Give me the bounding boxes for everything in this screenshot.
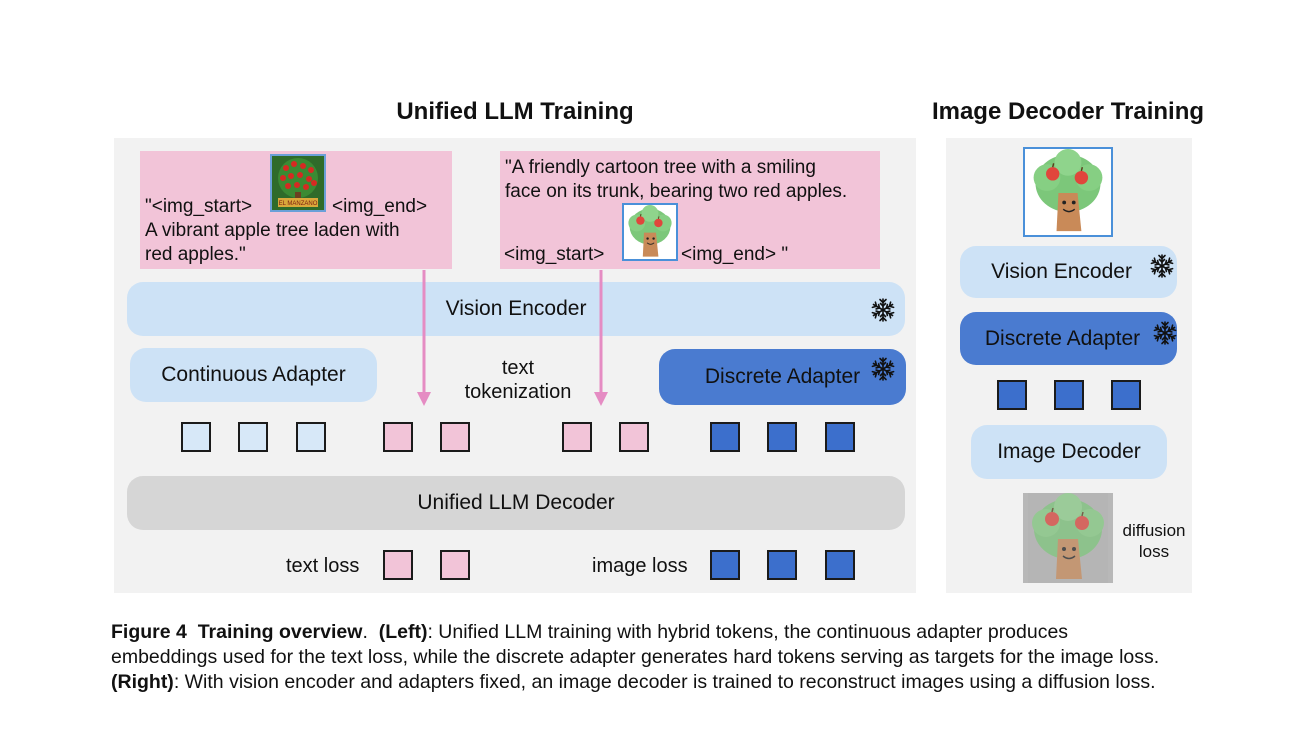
image-loss-token [710, 550, 740, 580]
text-token [440, 422, 470, 452]
figure-label: Figure 4 [111, 621, 187, 643]
img-start-token-2: <img_start> [504, 244, 605, 265]
text-tokenization-label: text tokenization [464, 357, 572, 403]
vision-encoder-bar: Vision Encoder [127, 282, 905, 336]
input-tree-image [1023, 147, 1113, 237]
discrete-adapter: Discrete Adapter [659, 349, 906, 405]
discrete-token [1054, 380, 1084, 410]
image-loss-token [825, 550, 855, 580]
prompt-line-2: face on its trunk, bearing two red apple… [505, 181, 848, 202]
figure-caption: Figure 4 Training overview. (Left): Unif… [111, 620, 1209, 695]
image-loss-token [767, 550, 797, 580]
continuous-adapter-label: Continuous Adapter [161, 363, 346, 386]
discrete-token [825, 422, 855, 452]
discrete-token [1111, 380, 1141, 410]
discrete-token [767, 422, 797, 452]
continuous-adapter: Continuous Adapter [130, 348, 377, 402]
image-loss-label: image loss [592, 555, 688, 577]
right-tag: (Right) [111, 671, 174, 693]
img-start-token-1: "<img_start> [145, 196, 253, 217]
discrete-token [710, 422, 740, 452]
left-title: Unified LLM Training [396, 98, 634, 125]
text-loss-label: text loss [286, 555, 360, 577]
image-decoder-label: Image Decoder [997, 440, 1141, 463]
text-token [383, 422, 413, 452]
discrete-adapter-label: Discrete Adapter [704, 365, 861, 388]
noisy-tree-image [1023, 493, 1113, 583]
discrete-token [997, 380, 1027, 410]
apple-tree-sign: EL MANZANO [279, 201, 318, 207]
img-end-token-1: <img_end> [332, 196, 428, 217]
right-vision-encoder-label: Vision Encoder [991, 260, 1132, 283]
figure-title: Training overview [197, 621, 363, 643]
snowflake-icon [1152, 320, 1178, 346]
continuous-token [181, 422, 211, 452]
text-loss-token [440, 550, 470, 580]
snowflake-icon [870, 356, 896, 382]
right-discrete-adapter: Discrete Adapter [960, 312, 1177, 365]
cartoon-tree-image [622, 203, 678, 261]
caption-line-2: A vibrant apple tree laden with [145, 220, 400, 241]
text-box-2: "A friendly cartoon tree with a smiling … [500, 151, 880, 269]
text-token [562, 422, 592, 452]
right-vision-encoder: Vision Encoder [960, 246, 1177, 298]
snowflake-icon [1149, 253, 1175, 279]
image-decoder: Image Decoder [971, 425, 1167, 479]
right-title: Image Decoder Training [931, 98, 1205, 125]
text-loss-token [383, 550, 413, 580]
diffusion-loss-label: diffusion loss [1122, 521, 1186, 561]
caption-line-3: : With vision encoder and adapters fixed… [173, 671, 1156, 693]
unified-llm-decoder: Unified LLM Decoder [127, 476, 905, 530]
apple-tree-photo: EL MANZANO [270, 154, 326, 212]
caption-line-1: : Unified LLM training with hybrid token… [427, 621, 1069, 643]
prompt-line-1: "A friendly cartoon tree with a smiling [505, 157, 816, 178]
continuous-token [238, 422, 268, 452]
text-token [619, 422, 649, 452]
caption-line-3: red apples." [145, 244, 246, 265]
continuous-token [296, 422, 326, 452]
img-end-token-2: <img_end> " [681, 244, 789, 265]
text-box-1: EL MANZANO "<img_start> <img_end> A vibr… [140, 151, 452, 269]
caption-line-2: embeddings used for the text loss, while… [111, 646, 1160, 668]
left-tag: (Left) [378, 621, 428, 643]
right-discrete-adapter-label: Discrete Adapter [984, 326, 1141, 350]
vision-encoder-label: Vision Encoder [445, 297, 587, 320]
unified-llm-decoder-label: Unified LLM Decoder [417, 491, 615, 514]
